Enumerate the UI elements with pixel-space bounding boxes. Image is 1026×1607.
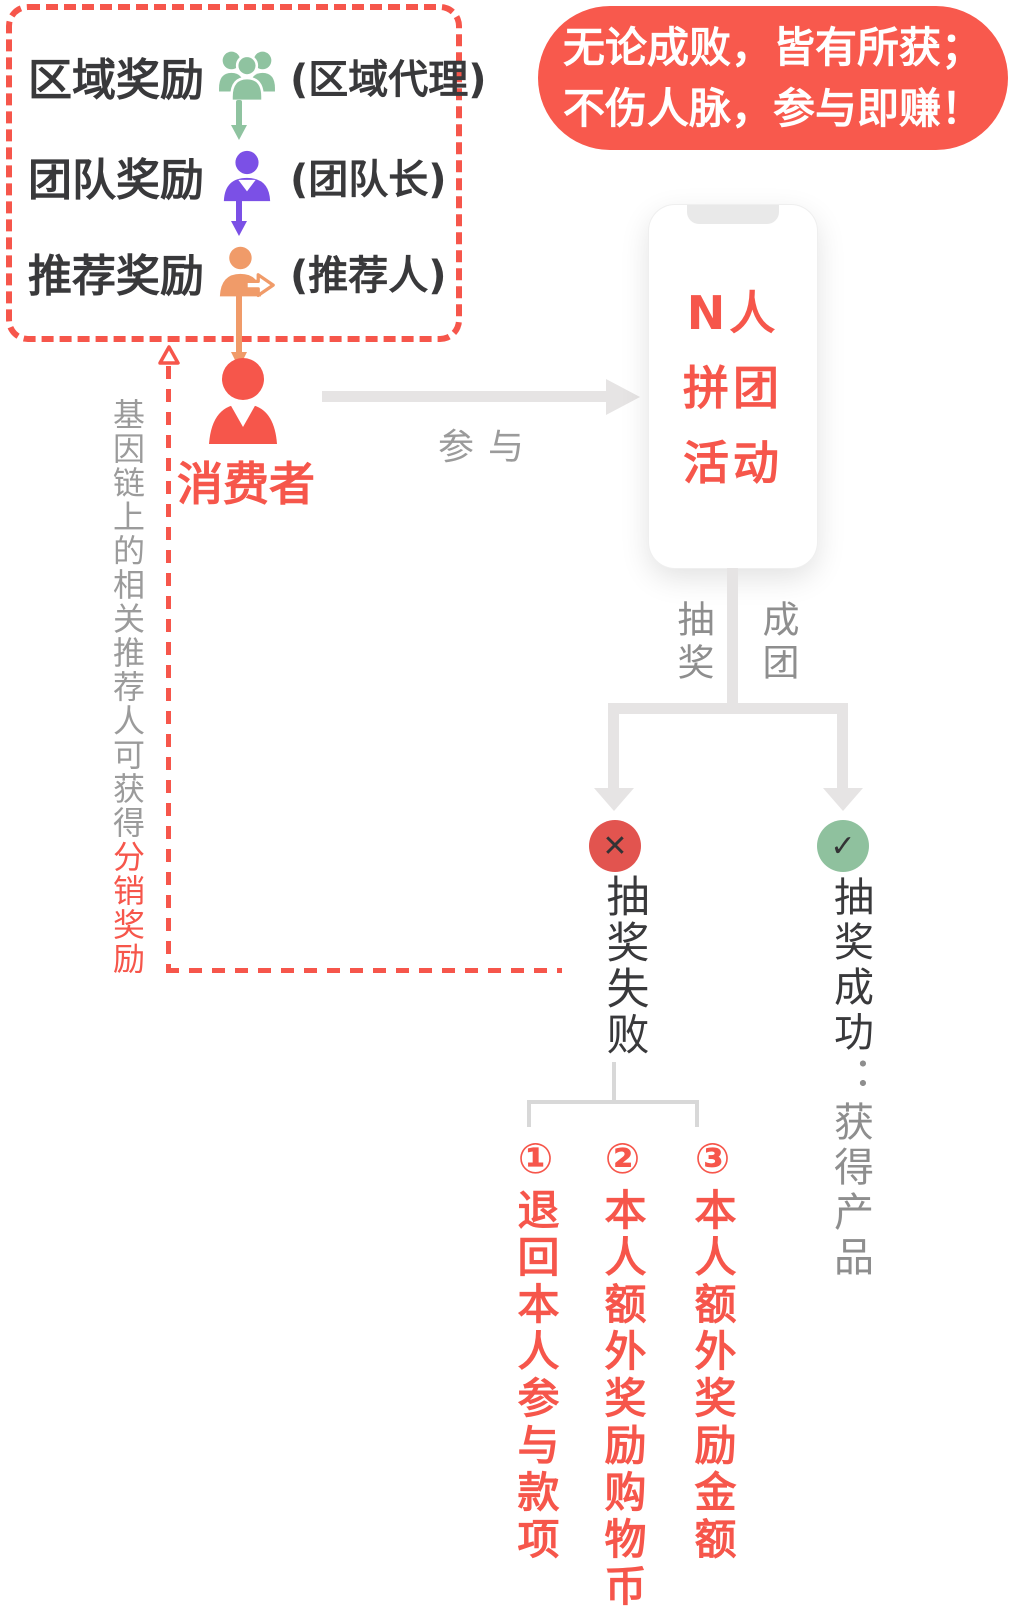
participate-label: 参与: [438, 427, 539, 468]
reward-row-team: 团队奖励 (团队长): [28, 148, 447, 206]
fail-option-3: ③本人额外奖励金额: [688, 1134, 737, 1564]
success-title: 抽奖成功：获得产品: [821, 876, 879, 1281]
team-leader-icon: [218, 148, 276, 204]
slogan-banner: 无论成败，皆有所获； 不伤人脉，参与即赚！: [538, 6, 1008, 150]
branch-left-arrowhead-icon: [594, 788, 634, 811]
reward-row-referral: 推荐奖励 (推荐人): [28, 244, 447, 302]
phone-text-line-1: N人: [686, 286, 780, 340]
consumer-icon: [209, 358, 277, 444]
phone-text-line-2: 拼团: [683, 361, 783, 415]
reward-label-referral: 推荐奖励: [28, 251, 204, 302]
branch-horizontal-line: [608, 703, 848, 714]
reward-label-region: 区域奖励: [28, 55, 204, 106]
fail-title: 抽奖失败: [599, 874, 649, 1058]
slogan-line-2: 不伤人脉，参与即赚！: [562, 84, 983, 133]
reward-label-team: 团队奖励: [28, 155, 204, 206]
hollow-arrow-up-icon: [158, 345, 180, 365]
gene-chain-note-gray: 基因链上的相关推荐人可获得: [108, 398, 146, 840]
branch-stem-line: [727, 568, 738, 708]
fail-option-1: ①退回本人参与款项: [511, 1134, 560, 1564]
reward-sub-referral: (推荐人): [290, 253, 447, 299]
success-title-sub: ：获得产品: [827, 1056, 873, 1281]
reward-box: 区域奖励 (区域代理) 团队奖励: [6, 4, 487, 342]
reward-row-region: 区域奖励 (区域代理): [28, 48, 487, 106]
fail-bracket-right-drop: [695, 1100, 699, 1127]
fail-option-2: ②本人额外奖励购物币: [598, 1134, 647, 1607]
feedback-dashed-line-vertical: [166, 366, 171, 968]
branch-label-group-formed: 成团: [756, 600, 799, 686]
reward-sub-region: (区域代理): [290, 57, 487, 103]
referrer-icon: [218, 244, 276, 300]
success-check-glyph: ✓: [830, 828, 856, 864]
phone-text-line-3: 活动: [683, 436, 783, 490]
feedback-dashed-line-horizontal: [166, 968, 562, 973]
success-check-icon: ✓: [817, 820, 869, 872]
fail-bracket-stem: [612, 1062, 616, 1100]
group-icon: [218, 48, 276, 104]
branch-right-arrowhead-icon: [823, 788, 863, 811]
branch-label-lottery: 抽奖: [671, 600, 714, 686]
phone-frame: N人 拼团 活动: [649, 205, 817, 568]
gene-chain-note-highlight: 分销奖励: [108, 840, 146, 976]
branch-right-drop-line: [837, 703, 848, 789]
phone-notch: [687, 205, 779, 224]
gene-chain-note: 基因链上的相关推荐人可获得分销奖励: [104, 398, 150, 976]
fail-bracket-bar: [527, 1100, 699, 1104]
branch-left-drop-line: [608, 703, 619, 789]
participate-arrowhead-icon: [606, 379, 640, 415]
arrow-down-green-icon: [231, 100, 247, 140]
fail-cross-glyph: ✕: [602, 828, 628, 864]
fail-cross-icon: ✕: [589, 820, 641, 872]
participate-arrow: [322, 391, 608, 402]
reward-sub-team: (团队长): [290, 157, 447, 203]
fail-bracket-left-drop: [527, 1100, 531, 1127]
arrow-down-purple-icon: [231, 196, 247, 236]
slogan-line-1: 无论成败，皆有所获；: [562, 23, 983, 72]
consumer-label: 消费者: [177, 457, 315, 511]
success-title-main: 抽奖成功: [827, 876, 873, 1056]
